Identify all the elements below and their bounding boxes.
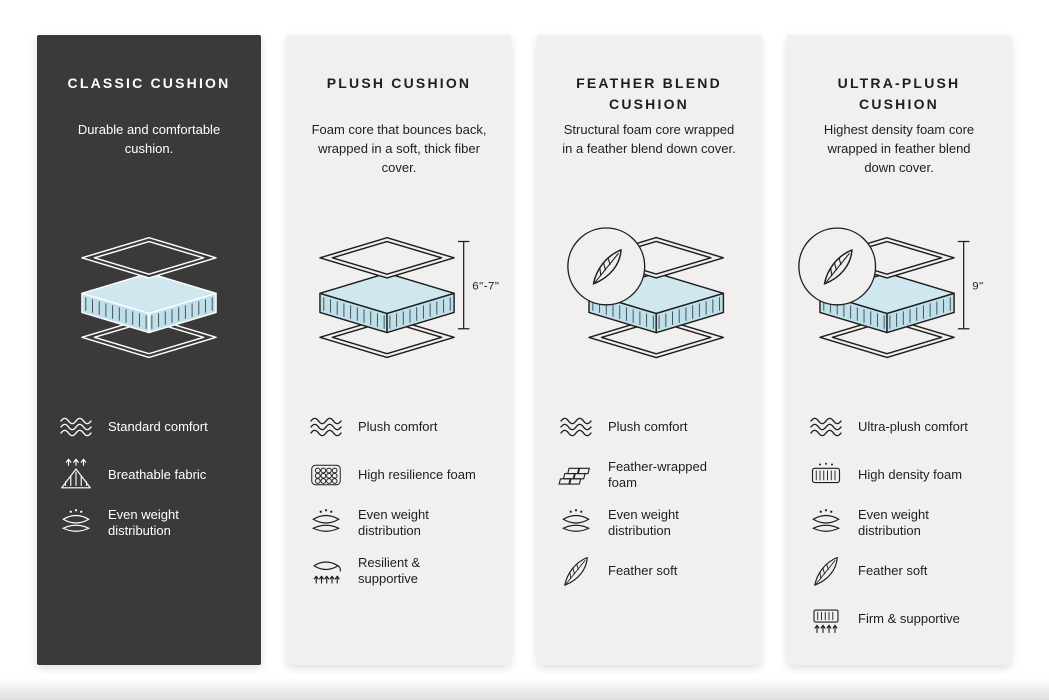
card-description: Durable and comfortable cushion. [77,122,221,156]
feature-item: Firm & supportive [807,601,991,637]
feature-label: Even weight distribution [608,506,679,538]
height-measurement: 9" [957,240,983,330]
card-title: ULTRA-PLUSH CUSHION [837,75,961,112]
cushion-diagram-svg [567,227,725,359]
feature-label: Even weight distribution [858,506,929,538]
card-description: Highest density foam core wrapped in fea… [823,122,975,175]
card-feather-blend-cushion: FEATHER BLEND CUSHION Structural foam co… [537,35,761,665]
measurement-label: 6"-7" [472,280,499,292]
feature-item: Even weight distribution [557,505,741,541]
feature-label: Breathable fabric [108,466,207,482]
cushion-diagram-svg [81,237,217,359]
cushion-comparison: CLASSIC CUSHION Durable and comfortable … [37,35,1011,665]
waves-icon [557,409,595,445]
feature-item: Standard comfort [57,409,241,445]
cushion-illustration: 6"-7" [305,201,499,399]
feature-label: Plush comfort [608,418,688,434]
feature-item: High resilience foam [307,457,491,493]
even-weight-icon [807,505,845,541]
card-ultra-plush-cushion: ULTRA-PLUSH CUSHION Highest density foam… [787,35,1011,665]
feather-icon [807,553,845,589]
feature-label: Standard comfort [108,418,208,434]
feature-item: Ultra-plush comfort [807,409,991,445]
card-title: CLASSIC CUSHION [67,75,231,91]
card-plush-cushion: PLUSH CUSHION Foam core that bounces bac… [287,35,511,665]
card-title: FEATHER BLEND CUSHION [576,75,722,112]
cushion-illustration [555,201,743,399]
feature-label: Firm & supportive [858,610,960,626]
even-weight-icon [307,505,345,541]
feature-label: Feather soft [608,562,678,578]
feature-label: Feather-wrapped foam [608,458,707,490]
feature-label: High resilience foam [358,466,476,482]
high-density-foam-icon [807,457,845,493]
waves-icon [57,409,95,445]
feature-label: High density foam [858,466,963,482]
feather-badge [798,227,877,306]
feature-item: High density foam [807,457,991,493]
height-measurement: 6"-7" [457,240,499,330]
feature-label: Feather soft [858,562,928,578]
even-weight-icon [57,505,95,541]
card-description: Structural foam core wrapped in a feathe… [562,122,736,156]
cushion-illustration: 9" [798,201,993,399]
waves-icon [307,409,345,445]
feature-label: Even weight distribution [108,506,179,538]
feature-item: Breathable fabric [57,457,241,493]
feature-item: Even weight distribution [307,505,491,541]
foam-bubbles-icon [307,457,345,493]
feature-item: Feather-wrapped foam [557,457,741,493]
breathable-icon [57,457,95,493]
cushion-illustration [55,201,243,399]
feature-item: Plush comfort [307,409,491,445]
cushion-diagram-svg: 6"-7" [319,237,499,359]
even-weight-icon [557,505,595,541]
feature-label: Even weight distribution [358,506,429,538]
cushion-diagram-svg: 9" [798,227,983,359]
feather-foam-icon [557,457,595,493]
firm-icon [807,601,845,637]
feature-item: Feather soft [557,553,741,589]
feature-label: Plush comfort [358,418,438,434]
feature-item: Feather soft [807,553,991,589]
cushion-layers [81,237,217,359]
card-title: PLUSH CUSHION [326,75,472,91]
feature-item: Even weight distribution [807,505,991,541]
measurement-label: 9" [972,280,983,292]
waves-icon [807,409,845,445]
feather-badge [567,227,646,306]
feature-label: Resilient & supportive [358,554,421,586]
feature-item: Even weight distribution [57,505,241,541]
cushion-layers [319,237,455,359]
feather-icon [557,553,595,589]
feature-label: Ultra-plush comfort [858,418,968,434]
card-description: Foam core that bounces back, wrapped in … [311,122,487,175]
resilient-icon [307,553,345,589]
feature-item: Resilient & supportive [307,553,491,589]
card-classic-cushion: CLASSIC CUSHION Durable and comfortable … [37,35,261,665]
feature-item: Plush comfort [557,409,741,445]
